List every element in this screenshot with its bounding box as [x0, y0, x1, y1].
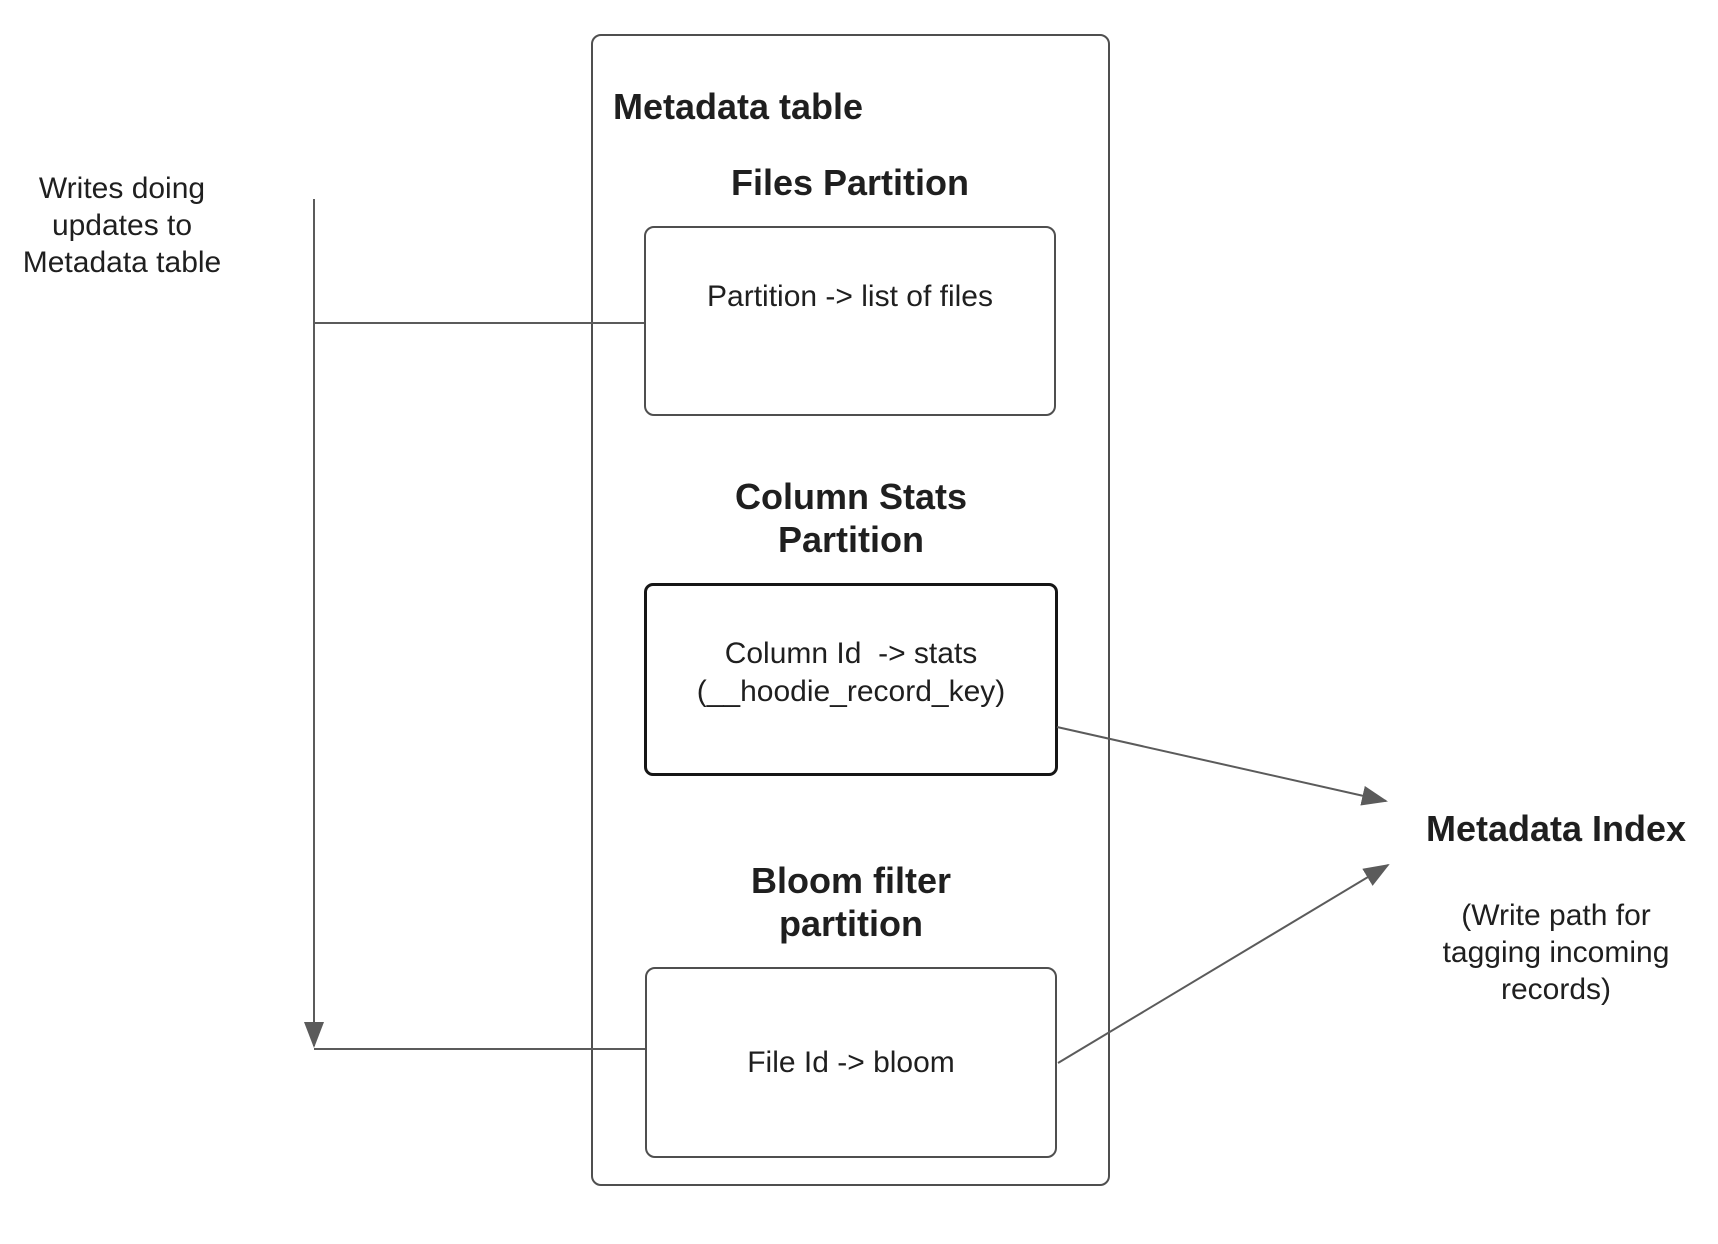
metadata-index-note: (Write path for tagging incoming records…: [1442, 899, 1670, 1006]
files-partition-mapping: Partition -> list of files: [707, 280, 993, 313]
column-stats-partition-mapping: Column Id -> stats (__hoodie_record_key): [696, 637, 1006, 708]
files-partition-heading: Files Partition: [730, 162, 970, 203]
column-stats-partition-box: Column Id -> stats (__hoodie_record_key): [644, 583, 1058, 776]
metadata-table-title: Metadata table: [613, 86, 864, 127]
column-stats-partition-heading: Column Stats Partition: [734, 476, 967, 560]
bloom-filter-partition-heading: Bloom filter partition: [750, 860, 951, 944]
writes-updates-note: Writes doing updates to Metadata table: [22, 172, 222, 279]
files-partition-box: Partition -> list of files: [644, 226, 1056, 416]
bloom-filter-partition-mapping: File Id -> bloom: [747, 1046, 955, 1079]
bloom-filter-partition-box: File Id -> bloom: [645, 967, 1057, 1158]
metadata-index-title: Metadata Index: [1425, 808, 1687, 849]
